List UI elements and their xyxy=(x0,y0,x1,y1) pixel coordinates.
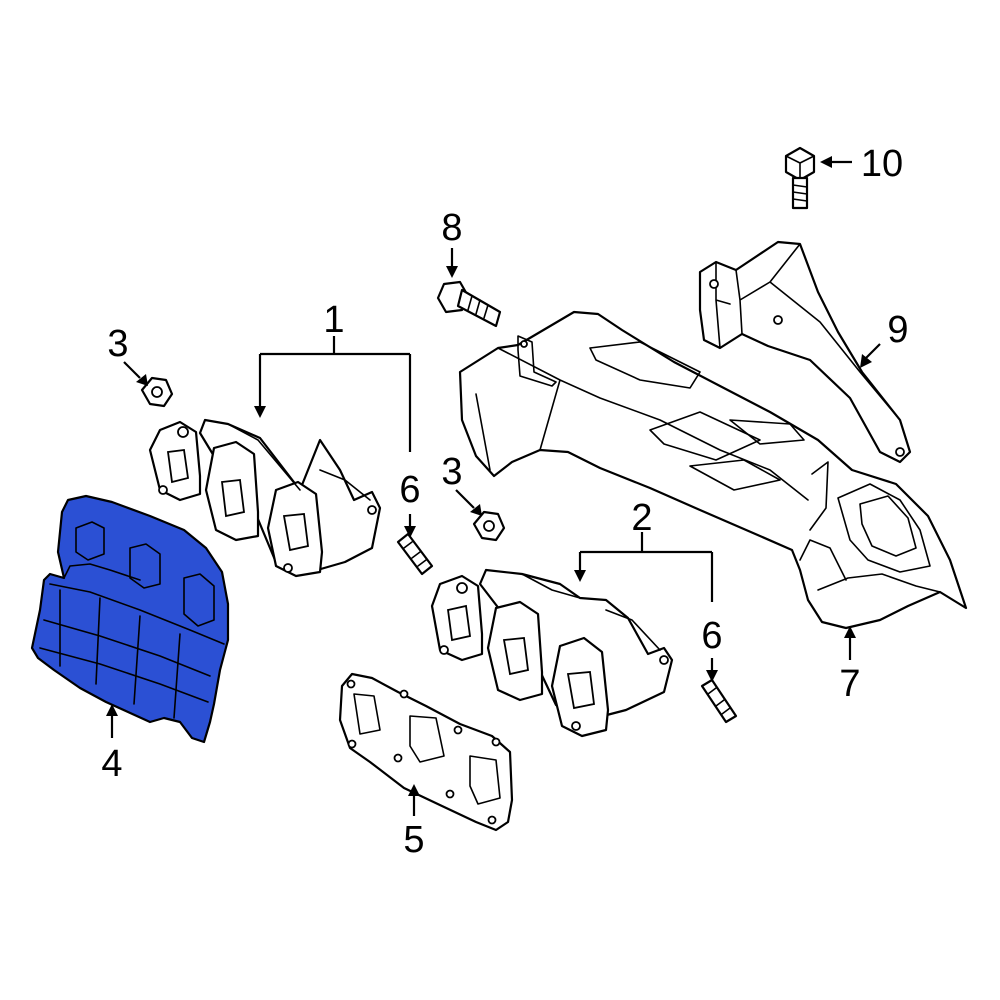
callout-7: 7 xyxy=(839,663,860,705)
part-10-bolt[interactable] xyxy=(784,146,816,210)
callout-10: 10 xyxy=(861,143,903,185)
part-9-bracket[interactable] xyxy=(698,240,912,464)
part-6-stud-lower[interactable] xyxy=(700,678,738,724)
part-1-exhaust-manifold[interactable] xyxy=(148,418,382,578)
leader-lines xyxy=(106,156,881,816)
callout-6-upper: 6 xyxy=(399,469,420,511)
part-3-nut-upper[interactable] xyxy=(140,376,174,408)
callout-9: 9 xyxy=(887,309,908,351)
part-2-exhaust-manifold[interactable] xyxy=(430,568,674,738)
part-3-nut-lower[interactable] xyxy=(472,510,506,542)
callout-6-lower: 6 xyxy=(701,615,722,657)
part-6-stud-upper[interactable] xyxy=(396,532,434,576)
part-7-heat-shield[interactable] xyxy=(458,310,968,630)
part-8-bolt[interactable] xyxy=(436,280,502,328)
callout-3-lower: 3 xyxy=(441,451,462,493)
part-5-gasket[interactable] xyxy=(338,672,514,832)
callout-3-upper: 3 xyxy=(107,323,128,365)
callout-8: 8 xyxy=(441,207,462,249)
callout-2: 2 xyxy=(631,497,652,539)
part-4-heat-shield[interactable] xyxy=(30,494,230,744)
callout-5: 5 xyxy=(403,819,424,861)
callout-4: 4 xyxy=(101,743,122,785)
callout-1: 1 xyxy=(323,299,344,341)
